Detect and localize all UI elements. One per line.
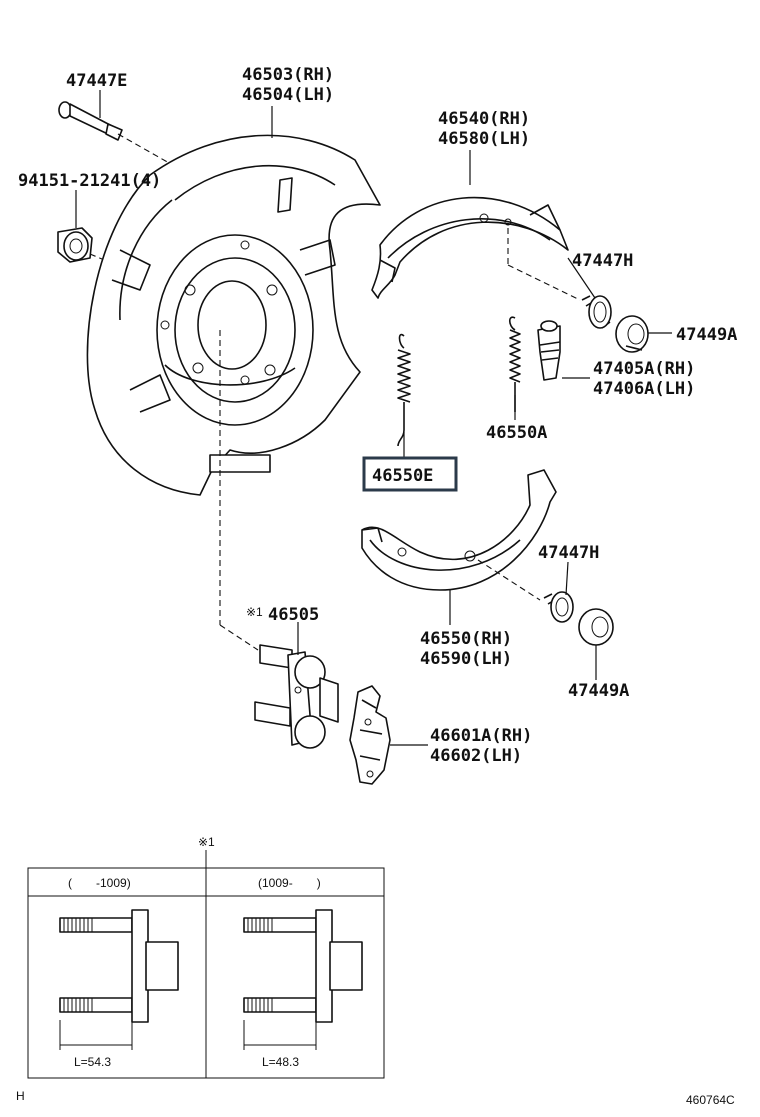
inset-hub-right: [243, 909, 363, 1050]
label-47447h-top: 47447H: [572, 251, 633, 271]
bolt-47447e[interactable]: [58, 101, 123, 141]
brake-shoe-upper[interactable]: [371, 196, 569, 299]
leader-47447h-top: [567, 257, 596, 299]
diagram-id: 460764C: [686, 1093, 735, 1107]
label-46590: 46590(LH): [420, 649, 512, 669]
dash-shoe-lower: [477, 559, 541, 601]
label-46504: 46504(LH): [242, 85, 334, 105]
lever-46601a[interactable]: [349, 685, 391, 785]
label-46540: 46540(RH): [438, 109, 530, 129]
spring-47447h-top[interactable]: [581, 295, 612, 329]
inset-left-header: ( -1009): [68, 876, 131, 890]
brake-shoe-lower[interactable]: [361, 469, 557, 591]
cup-47449a-top[interactable]: [615, 315, 649, 353]
inset-right-header: (1009- ): [258, 876, 321, 890]
inset-marker: ※1: [198, 835, 215, 849]
dash-shoe-upper-2: [507, 264, 581, 301]
spring-47447h-mid[interactable]: [543, 591, 574, 623]
label-47447h-mid: 47447H: [538, 543, 599, 563]
inset-left-dimension: L=54.3: [74, 1055, 111, 1069]
hub-46505[interactable]: [254, 644, 339, 749]
label-46550e[interactable]: 46550E: [372, 466, 433, 486]
adjuster-47405a[interactable]: [537, 320, 561, 381]
dash-axle-2: [219, 624, 259, 651]
label-46503: 46503(RH): [242, 65, 334, 85]
label-94151: 94151-21241(4): [18, 171, 161, 191]
cup-47449a-bottom[interactable]: [578, 608, 614, 646]
label-46601a: 46601A(RH): [430, 726, 532, 746]
inset-right-dimension: L=48.3: [262, 1055, 299, 1069]
label-46505: 46505: [268, 605, 319, 625]
label-46550-rh: 46550(RH): [420, 629, 512, 649]
label-47449a-top: 47449A: [676, 325, 737, 345]
spring-46550e[interactable]: [397, 333, 411, 447]
label-47449a-bottom: 47449A: [568, 681, 629, 701]
label-46505-mark: ※1: [246, 605, 263, 619]
highlight-box-46550e[interactable]: [362, 456, 458, 492]
leader-47447h-mid: [565, 561, 569, 596]
backing-plate[interactable]: [86, 134, 381, 496]
label-47406a: 47406A(LH): [593, 379, 695, 399]
label-47447e: 47447E: [66, 71, 127, 91]
label-47405a: 47405A(RH): [593, 359, 695, 379]
inset-table: [27, 850, 385, 1079]
label-46602: 46602(LH): [430, 746, 522, 766]
label-46550a: 46550A: [486, 423, 547, 443]
footer-left-code: H: [16, 1089, 25, 1103]
inset-hub-left: [59, 909, 179, 1050]
label-46580: 46580(LH): [438, 129, 530, 149]
nut-94151[interactable]: [57, 227, 93, 263]
